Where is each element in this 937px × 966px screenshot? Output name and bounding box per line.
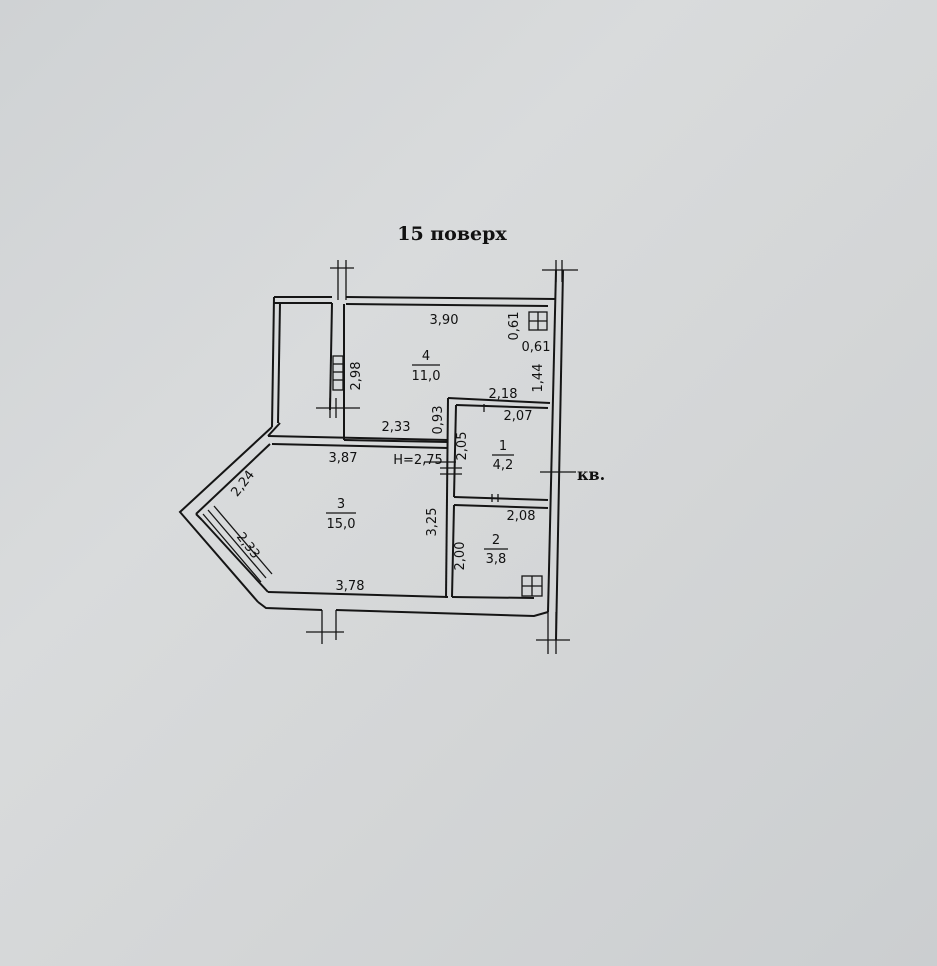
room-number: 3 bbox=[337, 497, 345, 512]
dimension: 3,87 bbox=[329, 451, 358, 466]
dimension: 2,07 bbox=[504, 409, 533, 424]
room-1: 1 4,2 bbox=[492, 439, 514, 473]
ventilation-shaft-icon bbox=[528, 311, 548, 331]
room-number: 2 bbox=[492, 533, 500, 548]
dimension: 0,93 bbox=[431, 406, 446, 435]
dimension: 2,08 bbox=[507, 509, 536, 524]
room-area: 3,8 bbox=[486, 552, 507, 567]
room-number: 1 bbox=[499, 439, 507, 454]
dimension: 2,00 bbox=[453, 542, 468, 571]
dimension: 2,98 bbox=[349, 362, 364, 391]
dimension: 2,18 bbox=[489, 387, 518, 402]
room-3: 3 15,0 bbox=[326, 497, 356, 532]
dimension: 2,33 bbox=[382, 420, 411, 435]
room-4: 4 11,0 bbox=[412, 349, 441, 384]
ceiling-height: Н=2,75 bbox=[393, 453, 443, 468]
dimension: 3,25 bbox=[425, 508, 440, 537]
room-area: 15,0 bbox=[327, 517, 356, 532]
dimension: 3,90 bbox=[430, 313, 459, 328]
dimension: 2,05 bbox=[455, 432, 470, 461]
floor-title: 15 поверх bbox=[397, 223, 507, 245]
room-number: 4 bbox=[422, 349, 430, 364]
window-marks bbox=[202, 260, 578, 654]
apartment-label: кв. bbox=[577, 465, 605, 484]
dimension: 0,61 bbox=[507, 312, 522, 341]
room-area: 11,0 bbox=[412, 369, 441, 384]
dimension: 1,44 bbox=[531, 364, 546, 393]
dimension: 2,24 bbox=[228, 468, 258, 500]
dimension: 0,61 bbox=[522, 340, 551, 355]
ventilation-shaft-icon bbox=[521, 575, 543, 597]
outer-walls bbox=[178, 269, 564, 641]
dimension: 3,78 bbox=[336, 579, 365, 594]
room-2: 2 3,8 bbox=[484, 533, 508, 567]
room-area: 4,2 bbox=[493, 458, 514, 473]
